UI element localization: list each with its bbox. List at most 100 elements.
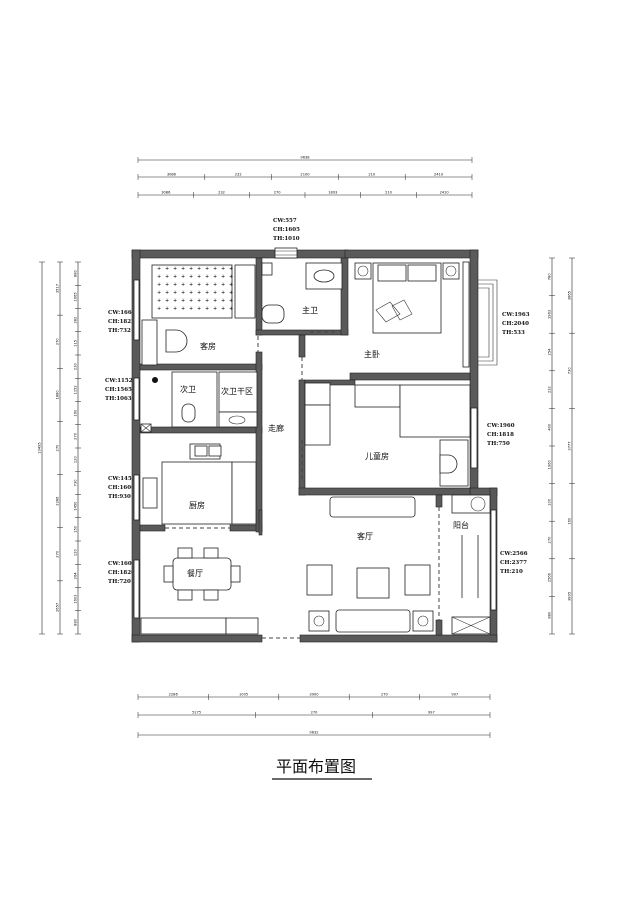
svg-text:+: + xyxy=(205,266,209,272)
dimension-label: 150 xyxy=(74,525,78,533)
svg-text:+: + xyxy=(165,298,169,304)
dimension-label: 730 xyxy=(74,479,78,487)
svg-text:+: + xyxy=(189,274,193,280)
dimension-label: 3900 xyxy=(309,693,319,697)
dimension-label: 9632 xyxy=(309,731,318,735)
svg-text:+: + xyxy=(213,298,217,304)
svg-text:+: + xyxy=(181,298,185,304)
dimension-label: 270 xyxy=(56,338,60,346)
tv-cabinet xyxy=(329,496,416,518)
label-guest-room: 客房 xyxy=(200,341,216,351)
dimension-label: 1963 xyxy=(548,310,552,319)
floor-drain-icon xyxy=(152,377,158,383)
armchair xyxy=(404,564,431,596)
dimension-label: 100 xyxy=(548,498,552,506)
svg-text:+: + xyxy=(213,274,217,280)
spec-cw: CW:1665 xyxy=(108,310,136,316)
dimension-label: 270 xyxy=(56,550,60,558)
kitchen-island xyxy=(161,461,233,525)
svg-text:+: + xyxy=(157,274,161,280)
svg-text:+: + xyxy=(165,266,169,272)
svg-text:+: + xyxy=(181,306,185,312)
nightstand xyxy=(442,262,460,280)
dimension-label: 210 xyxy=(385,191,393,195)
dimension-label: 3865 xyxy=(568,291,572,300)
label-dining-room: 餐厅 xyxy=(187,569,203,578)
master-toilet xyxy=(261,304,285,324)
svg-text:+: + xyxy=(213,290,217,296)
dimension-label: 2100 xyxy=(300,173,310,177)
dimension-label: 270 xyxy=(548,536,552,544)
dimension-label: 1603 xyxy=(74,595,78,604)
spec-th: TH:533 xyxy=(502,330,525,336)
svg-text:+: + xyxy=(205,290,209,296)
dimension-label: 2410 xyxy=(434,173,444,177)
svg-text:+: + xyxy=(213,282,217,288)
svg-text:+: + xyxy=(165,282,169,288)
coffee-table xyxy=(356,567,390,599)
svg-text:+: + xyxy=(181,290,185,296)
dimension-label: 1665 xyxy=(74,292,78,301)
svg-text:+: + xyxy=(213,266,217,272)
svg-text:+: + xyxy=(229,266,233,272)
spec-cw: CW:557 xyxy=(273,218,297,224)
svg-text:+: + xyxy=(197,290,201,296)
label-master-bath: 主卫 xyxy=(302,305,318,315)
dimension-label: 5275 xyxy=(192,711,201,715)
dimension-label: 254 xyxy=(548,348,552,356)
spec-cw: CW:1450 xyxy=(108,476,136,482)
dimension-label: 997 xyxy=(428,711,435,715)
spec-th: TH:210 xyxy=(500,569,523,575)
svg-text:+: + xyxy=(197,274,201,280)
svg-text:+: + xyxy=(189,306,193,312)
svg-text:+: + xyxy=(229,290,233,296)
dimension-label: 210 xyxy=(368,173,376,177)
svg-text:+: + xyxy=(197,282,201,288)
svg-text:+: + xyxy=(189,282,193,288)
spec-cw: CW:2566 xyxy=(500,551,528,557)
dimension-label: 880 xyxy=(74,269,78,277)
guest-bed xyxy=(151,264,233,319)
dimension-label: 3086 xyxy=(161,191,171,195)
svg-text:+: + xyxy=(165,274,169,280)
dimension-label: 3777 xyxy=(568,441,572,450)
svg-text:+: + xyxy=(221,306,225,312)
dimension-label: 2657 xyxy=(56,603,60,612)
spec-cw: CW:1963 xyxy=(502,312,530,318)
spec-ch: CH:2040 xyxy=(502,321,529,327)
svg-text:+: + xyxy=(157,282,161,288)
guest-wardrobe-2 xyxy=(141,319,158,366)
dimension-label: 780 xyxy=(548,273,552,281)
svg-text:+: + xyxy=(173,306,177,312)
spec-ch: CH:1605 xyxy=(273,227,300,233)
dimension-label: 880 xyxy=(548,611,552,619)
label-second-bath-dry: 次卫干区 xyxy=(221,386,253,396)
spec-th: TH:732 xyxy=(108,328,131,334)
spec-cw: CW:1960 xyxy=(487,423,515,429)
svg-text:+: + xyxy=(157,290,161,296)
spec-ch: CH:1820 xyxy=(108,570,135,576)
dimension-label: 2566 xyxy=(548,572,552,582)
guest-wardrobe xyxy=(234,264,256,319)
spec-th: TH:930 xyxy=(108,494,131,500)
label-kitchen: 厨房 xyxy=(189,500,205,510)
svg-text:+: + xyxy=(173,282,177,288)
dimension-label: 270 xyxy=(74,432,78,440)
svg-text:+: + xyxy=(213,306,217,312)
furniture: ++++++++++++++++++++++++++++++++++++++++… xyxy=(140,261,491,635)
second-toilet xyxy=(181,403,196,423)
svg-text:+: + xyxy=(197,298,201,304)
dimension-label: 1152 xyxy=(74,385,78,394)
svg-text:+: + xyxy=(181,266,185,272)
spec-ch: CH:1606 xyxy=(108,485,135,491)
dimension-label: 120 xyxy=(74,548,78,556)
spec-th: TH:1063 xyxy=(105,396,132,402)
dimension-label: 3805 xyxy=(568,592,572,601)
room-labels: 客房 主卫 主卧 次卫 次卫干区 走廊 儿童房 厨房 客厅 阳台 餐厅 xyxy=(180,305,469,578)
svg-text:+: + xyxy=(157,298,161,304)
dimension-label: 232 xyxy=(235,173,242,177)
dimension-label: 2286 xyxy=(56,496,60,506)
label-corridor: 走廊 xyxy=(268,423,284,433)
